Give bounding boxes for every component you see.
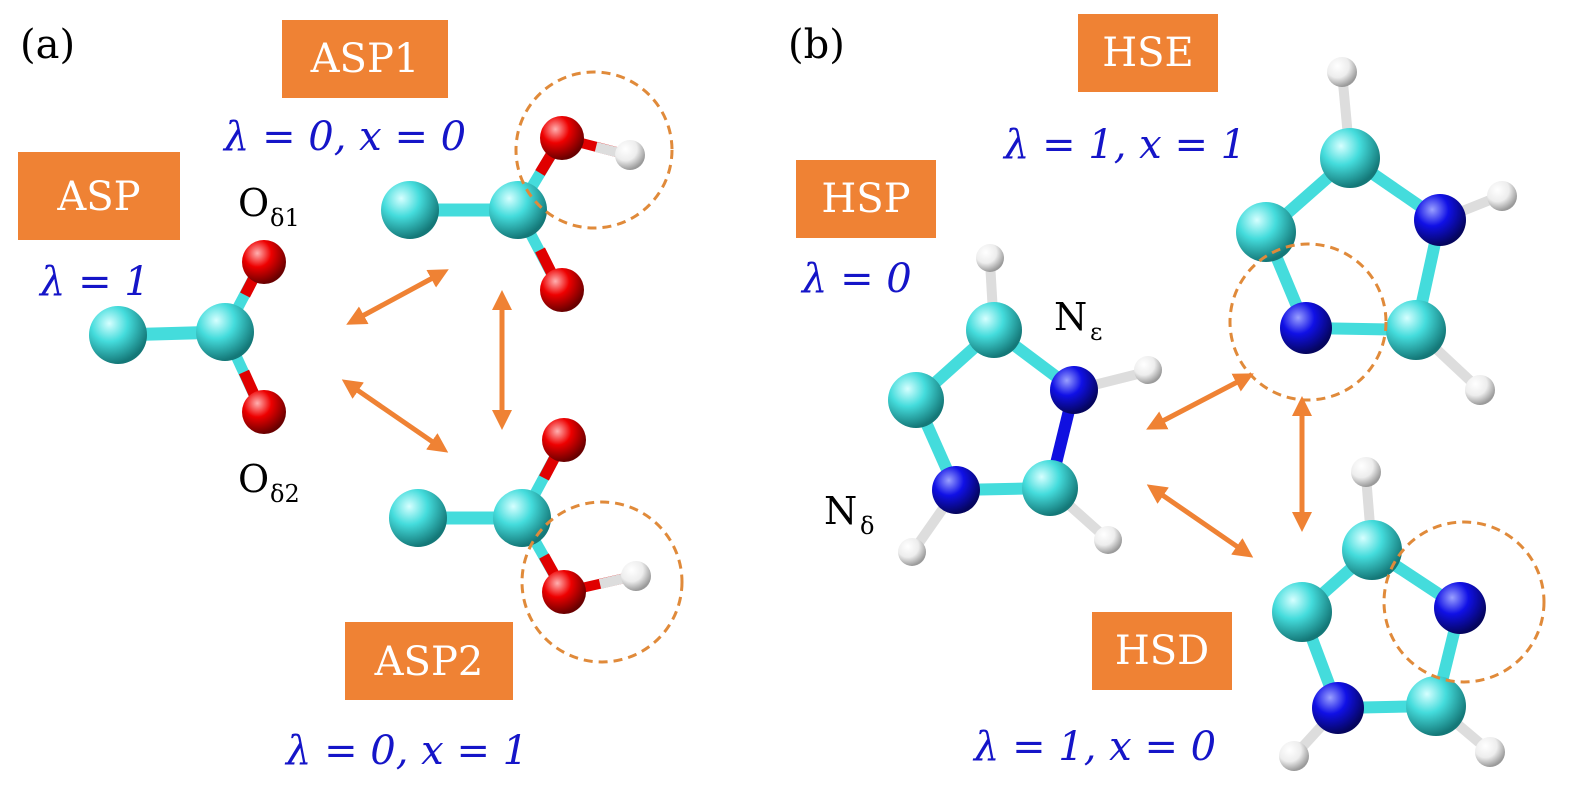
asp2-molecule [389,418,651,614]
hsp-molecule [888,244,1162,566]
arrow-hsp-hse [1146,373,1254,430]
asp2-highlight-circle [520,500,684,664]
asp-label-box: ASP [18,152,180,240]
hse-molecule [1236,57,1517,405]
hsd-highlight-circle [1382,520,1546,684]
hsd-lambda: λ = 1, x = 0 [972,724,1216,770]
carbon-atom [196,303,254,361]
carbon-atom [389,489,447,547]
oxygen-atom [242,240,286,284]
nitrogen-atom [1312,682,1364,734]
nitrogen-atom [1280,302,1332,354]
svg-text:O: O [238,181,269,225]
arrow-asp-asp2 [341,379,449,453]
hydrogen-atom [976,244,1004,272]
svg-text:O: O [238,457,269,501]
asp-molecule [89,240,286,434]
hydrogen-atom [1327,57,1357,87]
carbon-atom [381,181,439,239]
hsp-label: HSP [821,176,910,222]
carbon-atom [966,302,1022,358]
nitrogen-atom [1414,194,1466,246]
asp1-highlight-circle [514,70,674,230]
carbon-atom [1386,300,1446,360]
oxygen-atom [540,116,584,160]
carbon-atom [1406,676,1466,736]
carbon-atom [1342,520,1402,580]
nitrogen-atom [1434,582,1486,634]
carbon-atom [888,372,944,428]
asp1-label: ASP1 [310,36,420,82]
od2-label: O δ2 [238,457,300,508]
hsd-label: HSD [1115,628,1209,674]
nitrogen-atom [932,466,980,514]
asp1-lambda: λ = 0, x = 0 [222,114,466,160]
oxygen-atom [542,570,586,614]
carbon-atom [1236,202,1296,262]
od1-label: O δ1 [238,181,300,232]
asp1-label-box: ASP1 [282,20,448,98]
carbon-atom [1272,582,1332,642]
asp2-label: ASP2 [374,639,484,685]
oxygen-atom [540,268,584,312]
hsp-lambda: λ = 0 [800,256,912,302]
nitrogen-atom [1050,366,1098,414]
carbon-atom [1320,128,1380,188]
asp1-molecule [381,116,645,312]
hydrogen-atom [1465,375,1495,405]
arrow-hsp-hsd [1146,484,1254,558]
svg-text:N: N [824,489,857,533]
svg-text:δ1: δ1 [270,204,300,232]
hydrogen-atom [898,538,926,566]
panel-label-a: (a) [20,22,75,68]
hydrogen-atom [1475,737,1505,767]
hydrogen-atom [1351,457,1381,487]
carbon-atom [493,489,551,547]
hydrogen-atom [621,561,651,591]
nd-label: N δ [824,489,874,540]
svg-text:δ2: δ2 [270,480,300,508]
hse-label: HSE [1102,30,1193,76]
oxygen-atom [542,418,586,462]
panel-label-b: (b) [788,22,845,68]
arrow-asp-asp1 [346,269,449,325]
oxygen-atom [242,390,286,434]
hsd-molecule [1272,457,1505,771]
hse-lambda: λ = 1, x = 1 [1002,122,1246,168]
svg-text:ε: ε [1090,318,1102,346]
asp-lambda: λ = 1 [38,259,150,305]
carbon-atom [1022,460,1078,516]
hydrogen-atom [1279,741,1309,771]
carbon-atom [89,306,147,364]
hsp-label-box: HSP [796,160,936,238]
asp-label: ASP [56,174,140,220]
asp2-lambda: λ = 0, x = 1 [284,728,528,774]
svg-text:δ: δ [860,512,874,540]
hydrogen-atom [1094,526,1122,554]
ne-label: N ε [1054,295,1102,346]
hsd-label-box: HSD [1092,612,1232,690]
hydrogen-atom [615,140,645,170]
hydrogen-atom [1134,356,1162,384]
carbon-atom [489,181,547,239]
svg-text:N: N [1054,295,1087,339]
hse-label-box: HSE [1078,14,1218,92]
asp2-label-box: ASP2 [345,622,513,700]
hydrogen-atom [1487,181,1517,211]
